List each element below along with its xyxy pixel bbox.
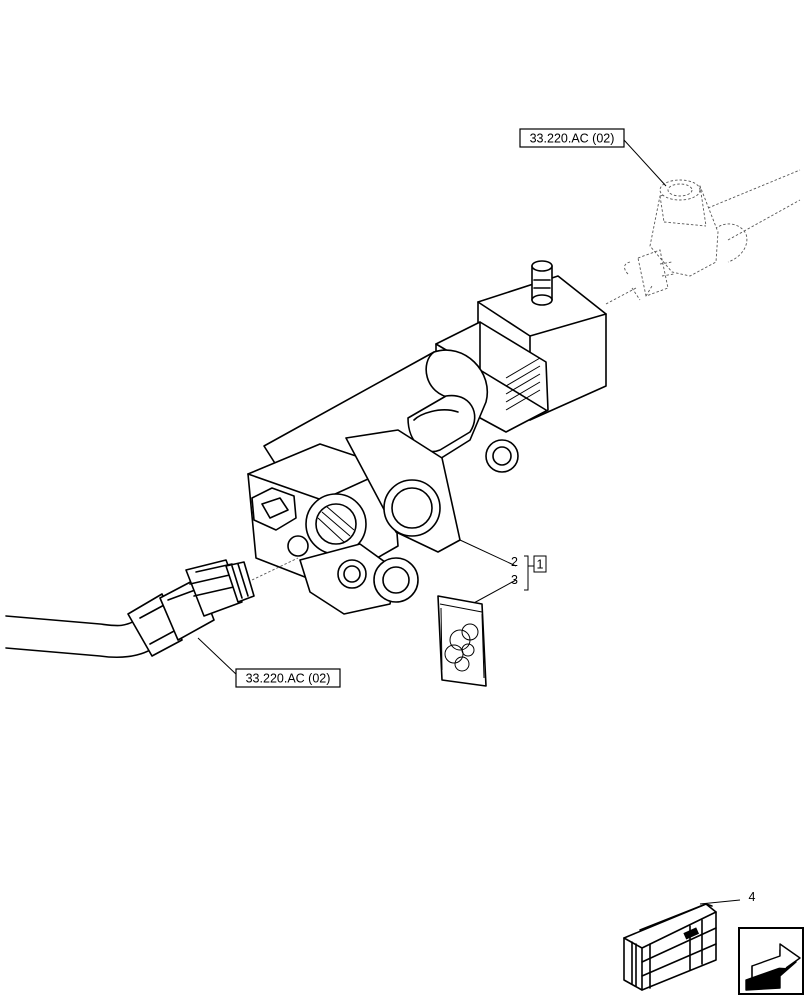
- callout-bracket: [524, 555, 534, 591]
- item-4-leader: [699, 899, 741, 905]
- bottom-reference-text: 33.220.AC (02): [246, 672, 331, 686]
- item-3-leader: [471, 579, 517, 605]
- bottom-axis-line: [251, 557, 299, 581]
- next-page-arrow-icon[interactable]: [738, 927, 804, 995]
- top-reference-text: 33.220.AC (02): [530, 132, 615, 146]
- shipping-crate-icon: [623, 903, 717, 991]
- callout-item-2[interactable]: 2: [511, 555, 518, 569]
- callout-item-3[interactable]: 3: [511, 573, 518, 587]
- bottom-left-hose-fitting: [5, 559, 255, 659]
- top-right-hose-fitting: [624, 169, 801, 301]
- bottom-reference-label[interactable]: 33.220.AC (02): [235, 668, 341, 688]
- top-reference-leader: [623, 139, 667, 187]
- callout-item-4[interactable]: 4: [749, 890, 756, 904]
- top-axis-line: [605, 287, 637, 305]
- top-reference-label[interactable]: 33.220.AC (02): [519, 128, 625, 148]
- hydraulic-valve-icon: [247, 260, 607, 615]
- callout-group-box[interactable]: 1: [533, 555, 547, 573]
- seal-kit-bag-icon: [437, 595, 487, 687]
- callout-group-text: 1: [537, 558, 544, 572]
- bottom-reference-leader: [197, 637, 239, 677]
- item-2-leader: [459, 539, 517, 567]
